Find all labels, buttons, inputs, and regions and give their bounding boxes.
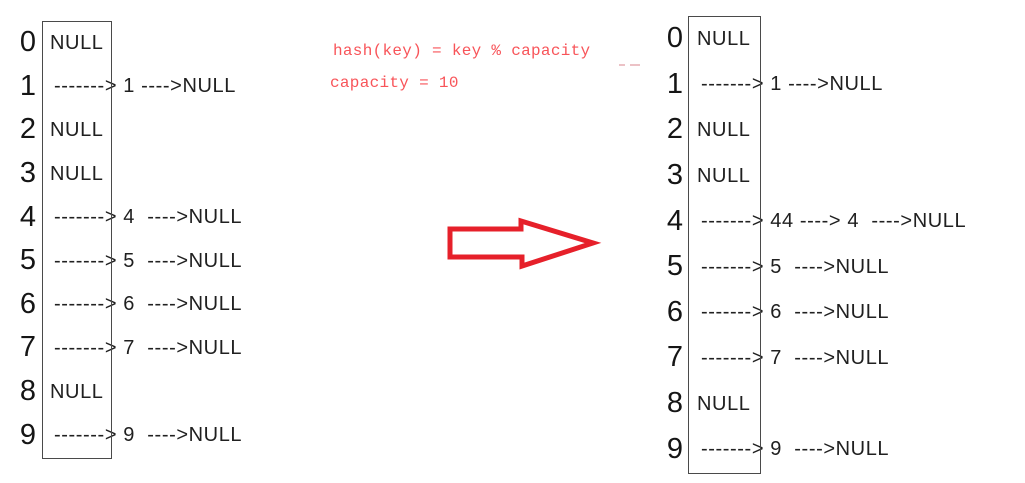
bucket-value: NULL (50, 118, 104, 141)
hash-table-after: 0 NULL 1 -------> 1 ---->NULL 2 NULL 3 N… (652, 16, 966, 472)
bucket-index: 7 (19, 331, 36, 364)
bucket-index: 5 (666, 250, 683, 283)
bucket-value: NULL (697, 392, 751, 415)
bucket-chain: -------> 9 ---->NULL (701, 438, 890, 461)
bucket-index: 6 (666, 295, 683, 328)
stray-mark (630, 64, 640, 66)
bucket-value: NULL (50, 162, 104, 185)
bucket-chain: -------> 6 ---->NULL (701, 301, 890, 324)
table-row: 8 NULL (652, 381, 966, 427)
capacity-text: capacity = 10 (330, 74, 459, 92)
bucket-index: 8 (666, 387, 683, 420)
bucket-index: 5 (19, 244, 36, 277)
bucket-index: 0 (666, 22, 683, 55)
table-row: 2 NULL (652, 107, 966, 153)
table-row: 1 -------> 1 ---->NULL (5, 65, 242, 109)
bucket-value: NULL (697, 118, 751, 141)
bucket-index: 4 (19, 200, 36, 233)
bucket-chain: -------> 9 ---->NULL (54, 424, 243, 447)
bucket-chain: -------> 7 ---->NULL (701, 346, 890, 369)
bucket-value: NULL (50, 380, 104, 403)
bucket-index: 4 (666, 204, 683, 237)
table-row: 7 -------> 7 ---->NULL (652, 335, 966, 381)
bucket-index: 9 (666, 432, 683, 465)
table-row: 3 NULL (5, 152, 242, 196)
bucket-value: NULL (50, 31, 104, 54)
hash-table-before: 0 NULL 1 -------> 1 ---->NULL 2 NULL 3 N… (5, 21, 242, 457)
bucket-chain: -------> 1 ---->NULL (54, 75, 236, 98)
bucket-index: 6 (19, 287, 36, 320)
bucket-chain: -------> 1 ---->NULL (701, 73, 883, 96)
bucket-chain: -------> 7 ---->NULL (54, 336, 243, 359)
bucket-index: 9 (19, 418, 36, 451)
table-row: 0 NULL (652, 16, 966, 62)
table-row: 3 NULL (652, 153, 966, 199)
bucket-chain: -------> 44 ----> 4 ---->NULL (701, 210, 967, 233)
bucket-chain: -------> 5 ---->NULL (54, 249, 243, 272)
table-row: 9 -------> 9 ---->NULL (5, 413, 242, 457)
bucket-index: 3 (666, 159, 683, 192)
bucket-chain: -------> 6 ---->NULL (54, 293, 243, 316)
bucket-chain: -------> 5 ---->NULL (701, 255, 890, 278)
bucket-index: 3 (19, 157, 36, 190)
hash-formula-text: hash(key) = key % capacity (333, 42, 591, 60)
bucket-index: 2 (19, 113, 36, 146)
table-row: 8 NULL (5, 370, 242, 414)
stray-mark (619, 64, 625, 66)
bucket-chain: -------> 4 ---->NULL (54, 206, 243, 229)
table-row: 6 -------> 6 ---->NULL (652, 290, 966, 336)
table-row: 7 -------> 7 ---->NULL (5, 326, 242, 370)
bucket-index: 1 (19, 69, 36, 102)
table-row: 1 -------> 1 ---->NULL (652, 62, 966, 108)
table-row: 5 -------> 5 ---->NULL (5, 239, 242, 283)
bucket-index: 1 (666, 67, 683, 100)
bucket-index: 2 (666, 113, 683, 146)
table-row: 4 -------> 4 ---->NULL (5, 195, 242, 239)
transition-arrow-icon (447, 217, 602, 270)
table-row: 4 -------> 44 ----> 4 ---->NULL (652, 198, 966, 244)
table-row: 0 NULL (5, 21, 242, 65)
bucket-index: 7 (666, 341, 683, 374)
bucket-index: 8 (19, 375, 36, 408)
bucket-index: 0 (19, 26, 36, 59)
table-row: 2 NULL (5, 108, 242, 152)
table-row: 6 -------> 6 ---->NULL (5, 283, 242, 327)
table-row: 5 -------> 5 ---->NULL (652, 244, 966, 290)
bucket-value: NULL (697, 164, 751, 187)
table-row: 9 -------> 9 ---->NULL (652, 426, 966, 472)
bucket-value: NULL (697, 27, 751, 50)
